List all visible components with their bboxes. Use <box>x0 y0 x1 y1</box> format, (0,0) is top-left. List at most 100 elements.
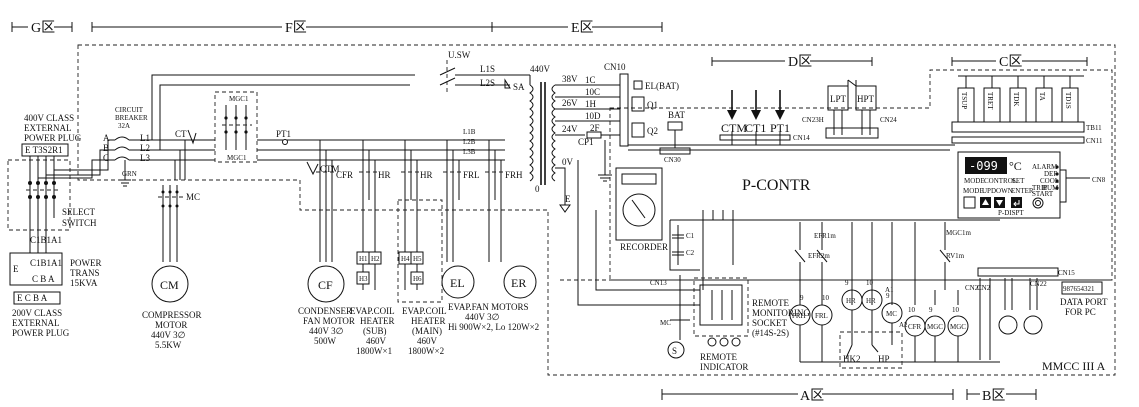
remote-monitor-l2: MONITORING <box>752 308 810 318</box>
mode-button[interactable] <box>963 196 976 209</box>
plug-200-l2: EXTERNAL <box>12 318 60 328</box>
usw-label: U.SW <box>448 50 471 60</box>
line-l2: L2 <box>140 143 150 153</box>
plug-400-l3: POWER PLUG <box>24 133 82 143</box>
grn-label: GRN <box>122 170 137 178</box>
relay-cfr-label: CFR <box>336 170 353 180</box>
coil-num-1: 9 <box>800 294 804 302</box>
data-port[interactable]: 987654321 DATA PORT FOR PC <box>1060 281 1108 317</box>
zone-a-label: A区 <box>800 388 824 404</box>
cn13-label: CN13 <box>650 279 667 287</box>
heater-h1: H1 <box>359 255 368 263</box>
evap-main-l3: (MAIN) <box>412 326 442 336</box>
zone-e-label: E区 <box>571 20 594 36</box>
display-panel: -099 °C MODE CONTROL SET MODE UP DOWN EN… <box>957 151 1106 219</box>
q1-transistor: Q1 <box>631 96 658 112</box>
power-trans-l1: POWER <box>70 258 102 268</box>
pcontr-boundary <box>609 69 1113 281</box>
select-switch[interactable]: SELECT SWITCH <box>26 160 97 228</box>
up-arrow-icon <box>982 199 989 205</box>
q2-transistor: Q2 <box>631 122 658 138</box>
remote-monitoring-socket[interactable]: REMOTE MONITORING SOCKET (#14S-2S) <box>699 284 810 338</box>
cn10-connector: CN10 <box>604 62 629 147</box>
relay-frh-label: FRH <box>505 170 523 180</box>
heater-h2: H2 <box>371 255 380 263</box>
trans-terms-bot: C B A <box>32 274 55 284</box>
display-small-control: CONTROL <box>984 177 1017 185</box>
plug-400v: 400V CLASS EXTERNAL POWER PLUG E T3S2R1 <box>21 113 82 157</box>
pcontr-label: P-CONTR <box>742 177 811 194</box>
cn15-label: CN15 <box>1058 269 1075 277</box>
breaker-l1: CIRCUIT <box>115 106 144 114</box>
heater-h4: H4 <box>401 255 410 263</box>
phase-c: C <box>103 153 109 163</box>
el-symbol: EL <box>450 276 465 290</box>
coil-a2: A2 <box>899 321 908 329</box>
sensor-arrows-d: CTM CT1 PT1 CN14 <box>719 90 810 145</box>
plug-200-terms: E C B A <box>17 293 48 303</box>
wire-10d: 10D <box>585 111 601 121</box>
evap-sub-l2: HEATER <box>360 316 395 326</box>
coil-num-6: 10 <box>908 306 916 314</box>
tb11-label: TB11 <box>1086 124 1102 132</box>
mc-aux: MC S <box>660 275 690 359</box>
ct-label: CT <box>175 129 187 139</box>
evap-main-l5: 1800W×2 <box>408 346 444 356</box>
sa-label: SA <box>513 82 525 92</box>
relay-frl-label: FRL <box>463 170 480 180</box>
mgc1-bottom: MGC1 <box>227 154 247 162</box>
pt1-main-label: PT1 <box>276 129 291 139</box>
q2-label: Q2 <box>647 126 658 136</box>
btn-label-up: UP <box>982 187 991 195</box>
evap-sub-l5: 1800W×1 <box>356 346 392 356</box>
wire-10c: 10C <box>585 87 600 97</box>
pdisp-label: P-DISPT <box>998 209 1024 217</box>
select-switch-l2: SWITCH <box>62 218 97 228</box>
el-bat-label: EL(BAT) <box>645 81 679 91</box>
sensor-ct1-label: CT1 <box>745 121 766 135</box>
led-def-label: DEF <box>1044 170 1057 178</box>
cn24-label: CN24 <box>880 116 897 124</box>
q1-label: Q1 <box>647 100 658 110</box>
heater-h3: H3 <box>359 275 368 283</box>
btn-label-down: DOWN <box>991 187 1013 195</box>
remote-monitor-l4: (#14S-2S) <box>752 328 789 338</box>
cap-c1: C1 <box>686 232 695 240</box>
efr2m-label: EFR2m <box>808 252 830 260</box>
mc-contactor: MC <box>158 185 200 232</box>
zone-header-d: D区 <box>711 54 873 70</box>
cf-l4: 500W <box>314 336 337 346</box>
enter-button[interactable] <box>1011 197 1022 208</box>
ctm-sensor: CTM <box>306 161 340 176</box>
evap-main-l1: EVAP.COIL <box>402 306 447 316</box>
cn30-label: CN30 <box>664 156 681 164</box>
trip-start-button[interactable] <box>1032 197 1044 209</box>
l3b-label: L3B <box>463 148 476 156</box>
battery: BAT CN30 <box>659 110 691 164</box>
data-port-l1: DATA PORT <box>1060 297 1108 307</box>
u-switch[interactable]: U.SW L1S L2S SA <box>439 50 530 92</box>
v440-label: 440V <box>530 64 551 74</box>
coil-mgc1: MGC <box>927 323 943 331</box>
plug-200-l1: 200V CLASS <box>12 308 62 318</box>
coil-num-5: 9 <box>886 292 890 300</box>
power-transformer: C1B1A1 E C1B1A1 C B A POWER TRANS 15KVA <box>9 235 102 288</box>
cn11-label: CN11 <box>1086 137 1103 145</box>
el-bat: EL(BAT) <box>633 80 679 91</box>
coil-num-7: 9 <box>929 306 933 314</box>
recorder: RECORDER <box>615 167 668 252</box>
zone-g-label: G区 <box>31 20 55 36</box>
btn-label-trip: TRIP <box>1032 184 1047 192</box>
sensor-ta: TA <box>1038 92 1046 101</box>
sensor-tsup: TSUP <box>960 92 968 109</box>
remote-monitor-l3: SOCKET <box>752 318 788 328</box>
led-alarm-label: ALARM <box>1032 163 1058 171</box>
er-symbol: ER <box>511 276 526 290</box>
hp-label: HP <box>878 354 890 364</box>
display-small-set: SET <box>1012 177 1025 185</box>
coil-num-2: 10 <box>822 294 830 302</box>
l2s-label: L2S <box>480 78 495 88</box>
b-zone-relays <box>977 267 1059 360</box>
circuit-breaker[interactable]: CIRCUIT BREAKER 32A A B C L1 L2 L3 <box>103 106 150 163</box>
relay-group-f: CFR HR HR FRL FRH <box>316 140 523 200</box>
